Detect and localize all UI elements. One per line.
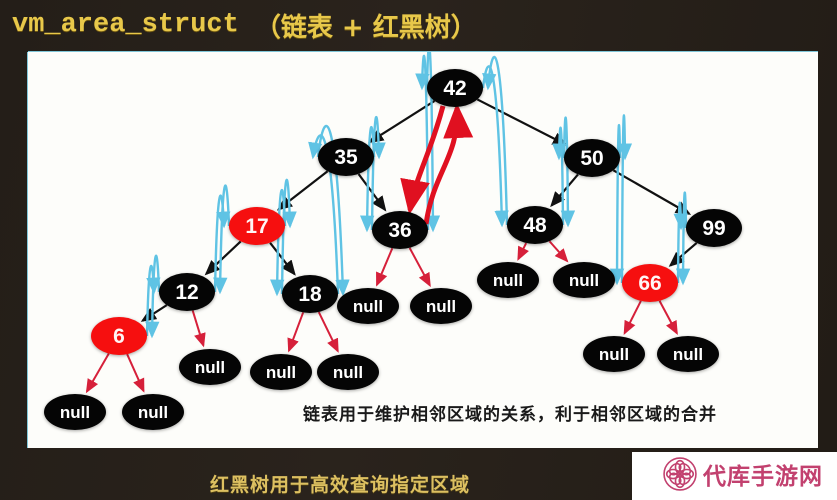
tree-node-36: 36 — [372, 211, 428, 249]
linked-list-edge-group — [145, 52, 691, 339]
tree-null-node: null — [583, 336, 645, 372]
tree-node-66: 66 — [622, 264, 678, 302]
caption-linked-list: 链表用于维护相邻区域的关系，利于相邻区域的合并 — [303, 405, 717, 425]
tree-node-18: 18 — [282, 275, 338, 313]
slide-title: vm_area_struct （链表 + 红黑树） — [12, 2, 632, 48]
tree-node-35: 35 — [318, 138, 374, 176]
watermark: 代库手游网 — [659, 452, 829, 496]
tree-null-node: null — [44, 394, 106, 430]
tree-null-node: null — [179, 349, 241, 385]
null-edge-group — [85, 240, 678, 394]
flower-rosette-logo-icon — [663, 457, 697, 491]
tree-node-17: 17 — [229, 207, 285, 245]
caption-red-black-tree: 红黑树用于高效查询指定区域 — [209, 474, 470, 496]
tree-node-12: 12 — [159, 273, 215, 311]
tree-null-node: null — [317, 354, 379, 390]
highlight-edge-group — [400, 103, 474, 225]
tree-null-node: null — [410, 288, 472, 324]
tree-null-node: null — [250, 354, 312, 390]
tree-node-42: 42 — [427, 69, 483, 107]
title-cjk-text: （链表 + 红黑树） — [254, 12, 477, 43]
tree-node-48: 48 — [507, 206, 563, 244]
tree-null-node: null — [477, 262, 539, 298]
tree-null-node: null — [553, 262, 615, 298]
tree-null-node: null — [122, 394, 184, 430]
tree-node-50: 50 — [564, 139, 620, 177]
tree-edges-svg — [85, 52, 698, 394]
tree-edge-group — [140, 98, 698, 322]
watermark-text: 代库手游网 — [703, 464, 823, 490]
title-mono-text: vm_area_struct — [12, 10, 239, 40]
tree-node-6: 6 — [91, 317, 147, 355]
tree-null-node: null — [657, 336, 719, 372]
tree-node-99: 99 — [686, 209, 742, 247]
tree-null-node: null — [337, 288, 399, 324]
